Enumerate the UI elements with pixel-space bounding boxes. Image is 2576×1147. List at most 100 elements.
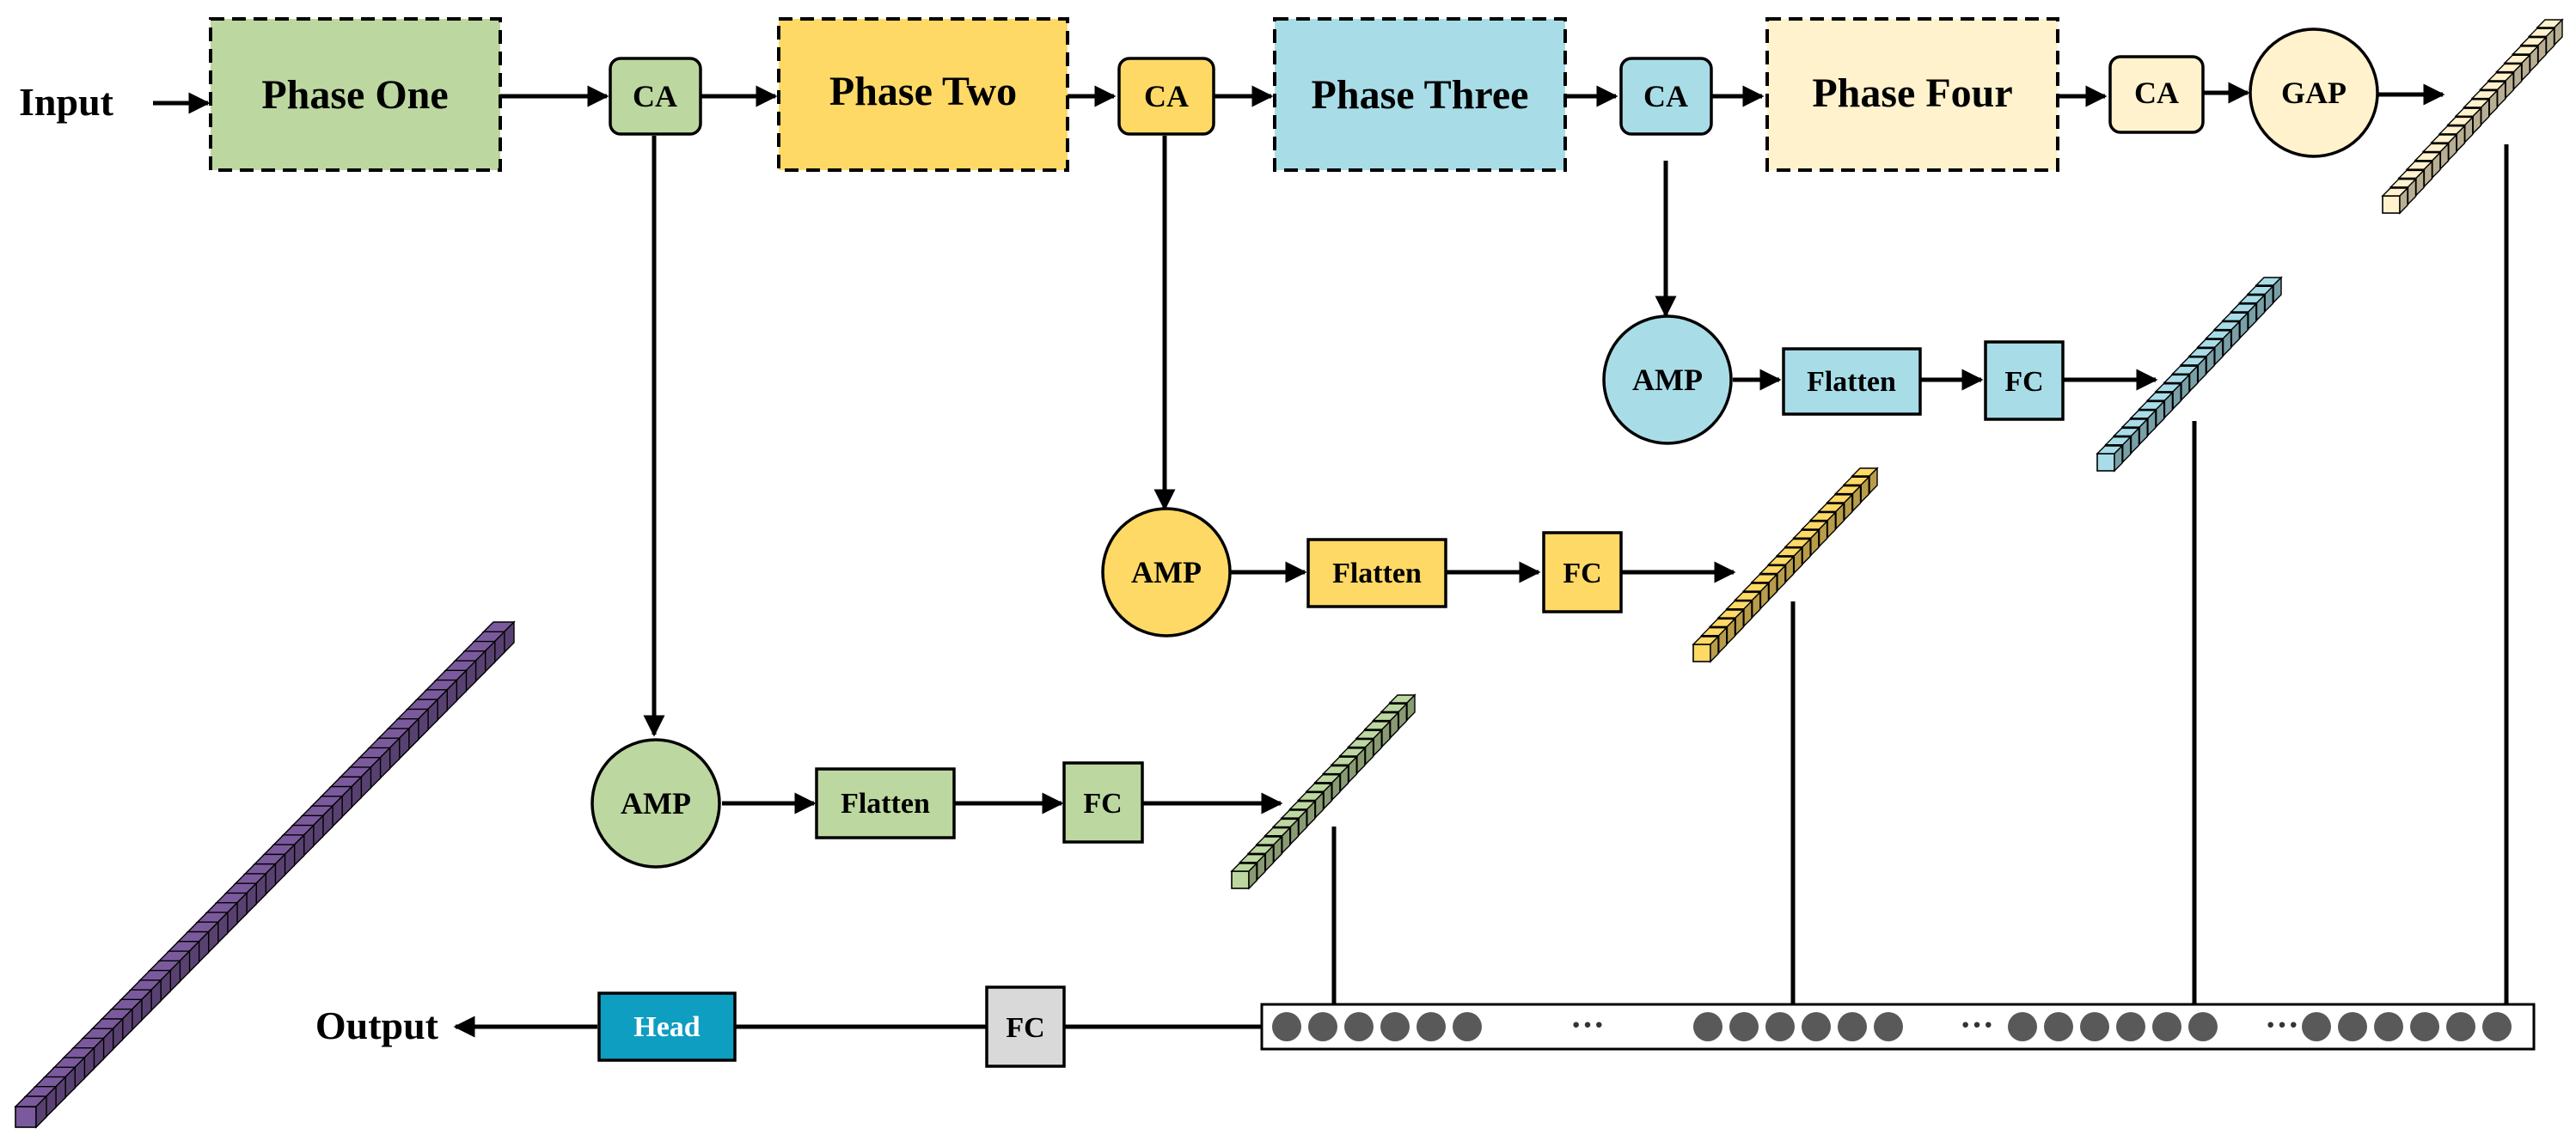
feature-vector-blue-cell-side (2130, 426, 2140, 455)
head-label: Head (633, 1011, 701, 1043)
feature-vector-blue-cell-side (2222, 329, 2232, 357)
fc-block-3: FC (1984, 340, 2065, 421)
concat-neuron (2410, 1012, 2439, 1041)
flatten-block-2: Flatten (1306, 538, 1447, 608)
feature-vector-blue-cell-side (2206, 346, 2215, 375)
concat-neuron-bar: ··· ··· ··· (1260, 1003, 2536, 1051)
concat-neuron (2044, 1012, 2073, 1041)
feature-vector-yellow-cell-side (1777, 564, 1786, 593)
concat-neuron (1729, 1012, 1759, 1041)
feature-vector-green-cell-side (1248, 862, 1257, 890)
feature-vector-yellow-cell-side (1793, 546, 1803, 575)
feature-vector-blue-cell-side (2114, 444, 2123, 473)
feature-vector-yellow-cell-side (1726, 617, 1736, 646)
feature-vector-green-cell (1231, 870, 1250, 889)
concat-ellipsis-2: ··· (1960, 1005, 1994, 1044)
feature-vector-blue-cell (2096, 453, 2115, 472)
feature-vector-yellow-cell-side (1835, 502, 1845, 530)
feature-vector-blue-cell-side (2139, 418, 2148, 446)
concat-neuron (2302, 1012, 2331, 1041)
feature-vector-yellow-cell-side (1844, 493, 1853, 522)
feature-vector-blue-cell-side (2197, 356, 2207, 384)
head-block: Head (597, 991, 737, 1062)
feature-vector-yellow-cell-side (1784, 555, 1795, 583)
feature-vector-yellow-cell-side (1768, 573, 1778, 601)
feature-vector-yellow-cell-side (1751, 590, 1761, 619)
concat-neuron (1416, 1012, 1446, 1041)
feature-vector-gap (2381, 18, 2564, 215)
concat-neuron (2188, 1012, 2218, 1041)
feature-vector-yellow-cell (1692, 644, 1711, 662)
concat-neuron (1272, 1012, 1301, 1041)
input-label: Input (19, 80, 114, 124)
amp-node-1: AMP (590, 738, 721, 869)
concat-neuron (1344, 1012, 1374, 1041)
amp-1-label: AMP (621, 786, 691, 821)
flatten-3-label: Flatten (1807, 366, 1896, 398)
feature-vector-gap-cell-side (2399, 186, 2408, 215)
concat-neuron (2080, 1012, 2109, 1041)
phase-three-label: Phase Three (1312, 72, 1529, 118)
ca-1-label: CA (633, 79, 677, 113)
feature-vector-yellow-cell-side (1860, 475, 1869, 504)
concat-ellipsis-1: ··· (1570, 1005, 1605, 1044)
feature-vector-yellow (1692, 467, 1879, 663)
concat-neuron (2374, 1012, 2403, 1041)
concat-neuron (1453, 1012, 1482, 1041)
amp-node-3: AMP (1602, 314, 1733, 445)
concat-neuron (1874, 1012, 1903, 1041)
concat-neuron (1308, 1012, 1337, 1041)
feature-vector-purple-cell (15, 1106, 37, 1128)
feature-vector-yellow-cell-side (1826, 510, 1837, 540)
concat-neuron (2338, 1012, 2367, 1041)
feature-vector-purple (14, 620, 516, 1129)
feature-vector-yellow-cell-side (1710, 635, 1719, 663)
feature-vector-yellow-cell-side (1869, 467, 1878, 495)
phase-one-block: Phase One (209, 17, 502, 172)
amp-node-2: AMP (1101, 507, 1232, 638)
flatten-block-1: Flatten (815, 767, 956, 839)
phase-four-block: Phase Four (1765, 17, 2059, 172)
feature-vector-yellow-cell-side (1851, 484, 1862, 513)
feature-vector-blue-cell-side (2188, 364, 2199, 393)
feature-vector-blue-cell-side (2163, 391, 2174, 419)
feature-vector-blue-cell-side (2122, 435, 2132, 464)
amp-3-label: AMP (1632, 363, 1703, 397)
feature-vector-blue-cell-side (2172, 382, 2181, 411)
feature-vector-blue-cell-side (2248, 302, 2257, 331)
phase-two-block: Phase Two (777, 17, 1069, 172)
ca-block-2: CA (1117, 57, 1215, 136)
phase-three-block: Phase Three (1273, 17, 1567, 172)
ca-block-1: CA (609, 57, 702, 136)
phase-four-label: Phase Four (1812, 70, 2012, 116)
fc-block-2: FC (1542, 531, 1623, 613)
feature-vector-blue-cell-side (2155, 400, 2165, 429)
feature-vector-yellow-cell-side (1802, 537, 1811, 566)
feature-vectors (14, 18, 2564, 1129)
feature-vector-yellow-cell-side (1735, 608, 1744, 637)
fc-final-block: FC (985, 985, 1066, 1068)
feature-vector-blue-cell-side (2230, 320, 2241, 349)
feature-vector-yellow-cell-side (1759, 582, 1770, 610)
concat-neuron (2446, 1012, 2475, 1041)
feature-vector-yellow-cell-side (1743, 600, 1753, 628)
flatten-2-label: Flatten (1332, 558, 1422, 589)
feature-vector-gap-cell (2382, 195, 2401, 214)
concat-neuron (2482, 1012, 2512, 1041)
concat-neuron (2008, 1012, 2037, 1041)
feature-vector-blue-cell-side (2264, 284, 2273, 314)
feature-vector-blue-cell-side (2214, 338, 2224, 366)
ca-block-3: CA (1619, 57, 1713, 136)
concat-neuron (1693, 1012, 1722, 1041)
fc-2-label: FC (1563, 558, 1601, 589)
flatten-1-label: Flatten (841, 788, 930, 820)
feature-vector-blue-cell-side (2255, 293, 2266, 322)
feature-vector-yellow-cell-side (1818, 520, 1828, 548)
flatten-block-3: Flatten (1782, 347, 1922, 416)
feature-vector-blue-cell-side (2239, 311, 2249, 339)
ca-block-4: CA (2108, 55, 2205, 134)
feature-vector-purple-cell-side (35, 1095, 47, 1129)
ca-3-label: CA (1643, 79, 1688, 113)
fc-1-label: FC (1083, 788, 1122, 820)
